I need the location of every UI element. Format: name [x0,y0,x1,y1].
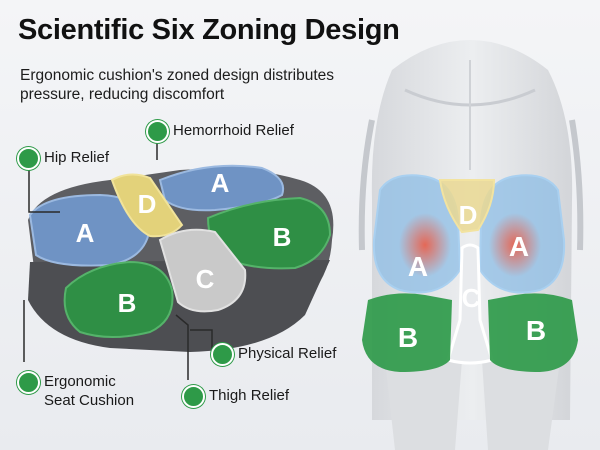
cushion-letter-a-right: A [211,168,230,198]
connector-lines [23,139,213,380]
ergonomic-label-line2: Seat Cushion [44,392,135,409]
seat-icon [17,371,40,394]
page-title: Scientific Six Zoning Design [18,14,400,46]
body-zone-d [438,179,496,234]
hemorrhoid-relief-label: Hemorrhoid Relief [173,122,294,139]
cushion-zone-a-right [158,164,284,212]
hip-icon [17,147,40,170]
leaf-icon [211,343,234,366]
body-letter-a-right: A [509,231,529,262]
body-letter-a-left: A [408,251,428,282]
thigh-icon [182,385,205,408]
body-zone-b-left [362,293,452,372]
cushion-zone-d [110,173,184,238]
physical-relief-label: Physical Relief [238,345,337,362]
hip-relief-label: Hip Relief [44,149,110,166]
cushion-letter-b-left: B [118,288,137,318]
cushion-letter-a-left: A [76,218,95,248]
cushion-letter-b-right: B [273,222,292,252]
ergonomic-label-line1: Ergonomic [44,373,116,390]
body-zone-b-right [488,293,578,372]
cushion-zone-c [158,228,247,313]
subtitle: Ergonomic cushion's zoned design distrib… [20,67,334,103]
cushion-letter-d: D [138,189,157,219]
body-zone-a-right [478,174,566,294]
body-letter-b-left: B [398,322,418,353]
thigh-relief-label: Thigh Relief [209,387,290,404]
body-letter-d: D [459,200,478,230]
body-letter-c: C [462,283,481,313]
cushion-zone-b-left [63,260,174,338]
body-letter-b-right: B [526,315,546,346]
hemorrhoid-icon [146,120,169,143]
cushion-letter-c: C [196,264,215,294]
